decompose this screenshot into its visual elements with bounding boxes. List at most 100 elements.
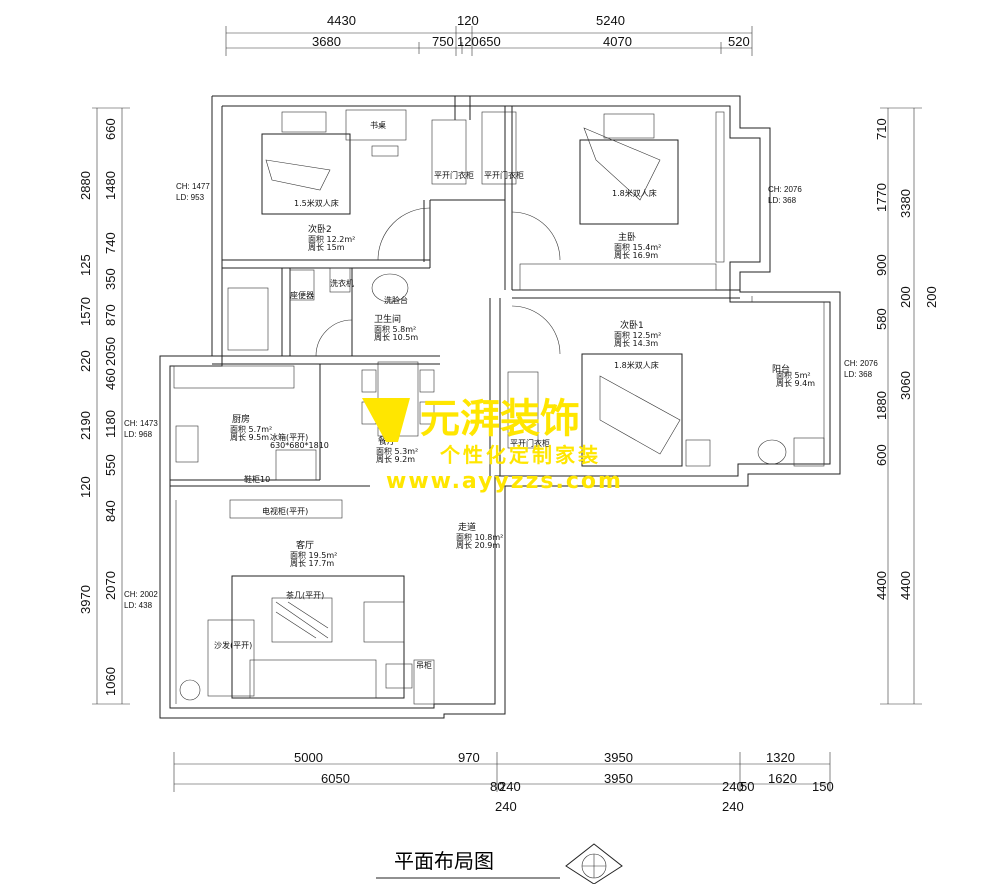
room-perimeter: 周长 9.4m — [776, 378, 815, 388]
wardrobe-icon — [431, 119, 467, 185]
tv-cabinet-icon — [229, 499, 343, 519]
room-perimeter: 周长 9.5m — [230, 432, 269, 442]
room-perimeter: 周长 15m — [308, 242, 345, 252]
dim-right-inner: 1770 — [874, 183, 889, 212]
dim-top-inner: 3680 — [312, 34, 341, 49]
ceiling-labels: CH: 1477 LD: 953 CH: 2076 LD: 368 CH: 14… — [124, 182, 878, 610]
compass-icon — [565, 843, 623, 884]
furniture-label: 1.8米双人床 — [612, 188, 657, 198]
ceiling-ld: LD: 368 — [844, 370, 873, 379]
dim-right-outer: 3380 — [898, 189, 913, 218]
drawing-title: 平面布局图 — [394, 849, 494, 873]
brand-logo-icon — [362, 398, 410, 442]
furniture-label: 吊柜 — [416, 660, 432, 670]
ceiling-ld: LD: 438 — [124, 601, 153, 610]
furniture-label: 茶几(平开) — [286, 590, 324, 600]
stove-icon — [173, 365, 295, 389]
dim-left-outer: 2190 — [78, 411, 93, 440]
ceiling-height: CH: 1477 — [176, 182, 210, 191]
room-area: 面积 5m² — [776, 370, 811, 380]
watermark-url: www.ayyzzs.com — [386, 469, 623, 494]
dim-right-inner: 1880 — [874, 391, 889, 420]
dim-bottom-lower: 50 — [740, 779, 754, 794]
room-name-bedroom1: 次卧1 — [620, 319, 644, 331]
dim-top-outer: 5240 — [596, 13, 625, 28]
dim-left-outer: 2880 — [78, 171, 93, 200]
dim-left-outer: 120 — [78, 476, 93, 498]
furniture-label: 沙发(平开) — [214, 640, 252, 650]
room-name-kitchen: 厨房 — [232, 413, 250, 425]
room-name-living: 客厅 — [296, 539, 314, 551]
wardrobe-icon — [507, 371, 539, 449]
bed-icon — [261, 133, 351, 215]
ceiling-height: CH: 2076 — [844, 359, 878, 368]
dim-right-inner: 710 — [874, 118, 889, 140]
dimension-left: 2880 125 1570 220 2190 120 3970 660 1480… — [78, 107, 130, 705]
dim-bottom-upper: 1320 — [766, 750, 795, 765]
dim-right-inner: 900 — [874, 254, 889, 276]
dim-right-inner: 600 — [874, 444, 889, 466]
dim-bottom-under: 240 — [495, 799, 517, 814]
room-name-master: 主卧 — [618, 231, 636, 243]
dim-right-inner: 580 — [874, 308, 889, 330]
room-area: 面积 10.8m² — [456, 532, 503, 542]
furniture-label: 鞋柜10 — [244, 474, 270, 484]
dim-bottom-upper: 3950 — [604, 750, 633, 765]
room-name-balcony: 阳台 — [772, 363, 790, 375]
room-area: 面积 5.7m² — [230, 424, 272, 434]
room-perimeter: 周长 17.7m — [290, 558, 334, 568]
dim-left-inner: 1180 — [103, 410, 118, 438]
dim-left-outer: 220 — [78, 350, 93, 372]
dim-left-inner: 2050 — [103, 337, 118, 366]
dimension-top: 4430 120 5240 3680 750 120 650 4070 520 — [225, 13, 753, 56]
ceiling-height: CH: 1473 — [124, 419, 158, 428]
furniture-label: 电视柜(平开) — [262, 506, 308, 516]
dim-left-inner: 870 — [103, 304, 118, 326]
stairs-icon — [227, 287, 269, 351]
dim-left-inner: 1060 — [103, 667, 118, 696]
toilet-icon — [289, 269, 315, 301]
room-name-bath: 卫生间 — [374, 313, 401, 325]
sink-icon — [371, 273, 409, 303]
ceiling-height: CH: 2076 — [768, 185, 802, 194]
furniture-label: 书桌 — [370, 120, 386, 130]
dim-left-inner: 740 — [103, 232, 118, 254]
room-labels: 次卧2 面积 12.2m² 周长 15m 主卧 面积 15.4m² 周长 16.… — [230, 223, 815, 568]
bed-icon — [581, 353, 683, 467]
dim-top-inner: 120 — [457, 34, 479, 49]
room-name-hall: 走道 — [458, 521, 476, 533]
dimension-right: 710 1770 900 580 1880 600 4400 3380 200 … — [874, 107, 939, 705]
dim-bottom-under: 240 — [722, 799, 744, 814]
dim-right-outer: 200 — [924, 286, 939, 308]
dim-left-inner: 350 — [103, 268, 118, 290]
dim-bottom-lower: 240 — [499, 779, 521, 794]
dim-left-inner: 2070 — [103, 571, 118, 600]
tea-table-icon — [271, 597, 333, 643]
furniture-label: 1.8米双人床 — [614, 360, 659, 370]
dim-bottom-lower: 240 — [722, 779, 744, 794]
ceiling-ld: LD: 368 — [768, 196, 797, 205]
dim-left-outer: 125 — [78, 254, 93, 276]
furniture-label: 平开门衣柜 — [510, 438, 550, 448]
dim-left-outer: 3970 — [78, 585, 93, 614]
room-area: 面积 5.8m² — [374, 324, 416, 334]
furniture-label: 洗衣机 — [330, 278, 354, 288]
desk-icon — [345, 109, 407, 141]
dim-right-outer: 3060 — [898, 371, 913, 400]
dim-left-inner: 840 — [103, 500, 118, 522]
walls — [159, 95, 841, 719]
ceiling-height: CH: 2002 — [124, 590, 158, 599]
wardrobe-icon — [519, 263, 717, 291]
dim-left-inner: 460 — [103, 368, 118, 390]
furniture-label: 洗脸台 — [384, 295, 408, 305]
dim-top-outer: 4430 — [327, 13, 356, 28]
dim-top-inner: 750 — [432, 34, 454, 49]
dim-left-inner: 660 — [103, 118, 118, 140]
room-area: 面积 15.4m² — [614, 242, 661, 252]
furniture-label: 1.5米双人床 — [294, 198, 339, 208]
dim-top-inner: 520 — [728, 34, 750, 49]
fridge-icon — [275, 449, 317, 481]
dim-right-outer: 200 — [898, 286, 913, 308]
room-perimeter: 周长 20.9m — [456, 540, 500, 550]
ceiling-ld: LD: 953 — [176, 193, 205, 202]
